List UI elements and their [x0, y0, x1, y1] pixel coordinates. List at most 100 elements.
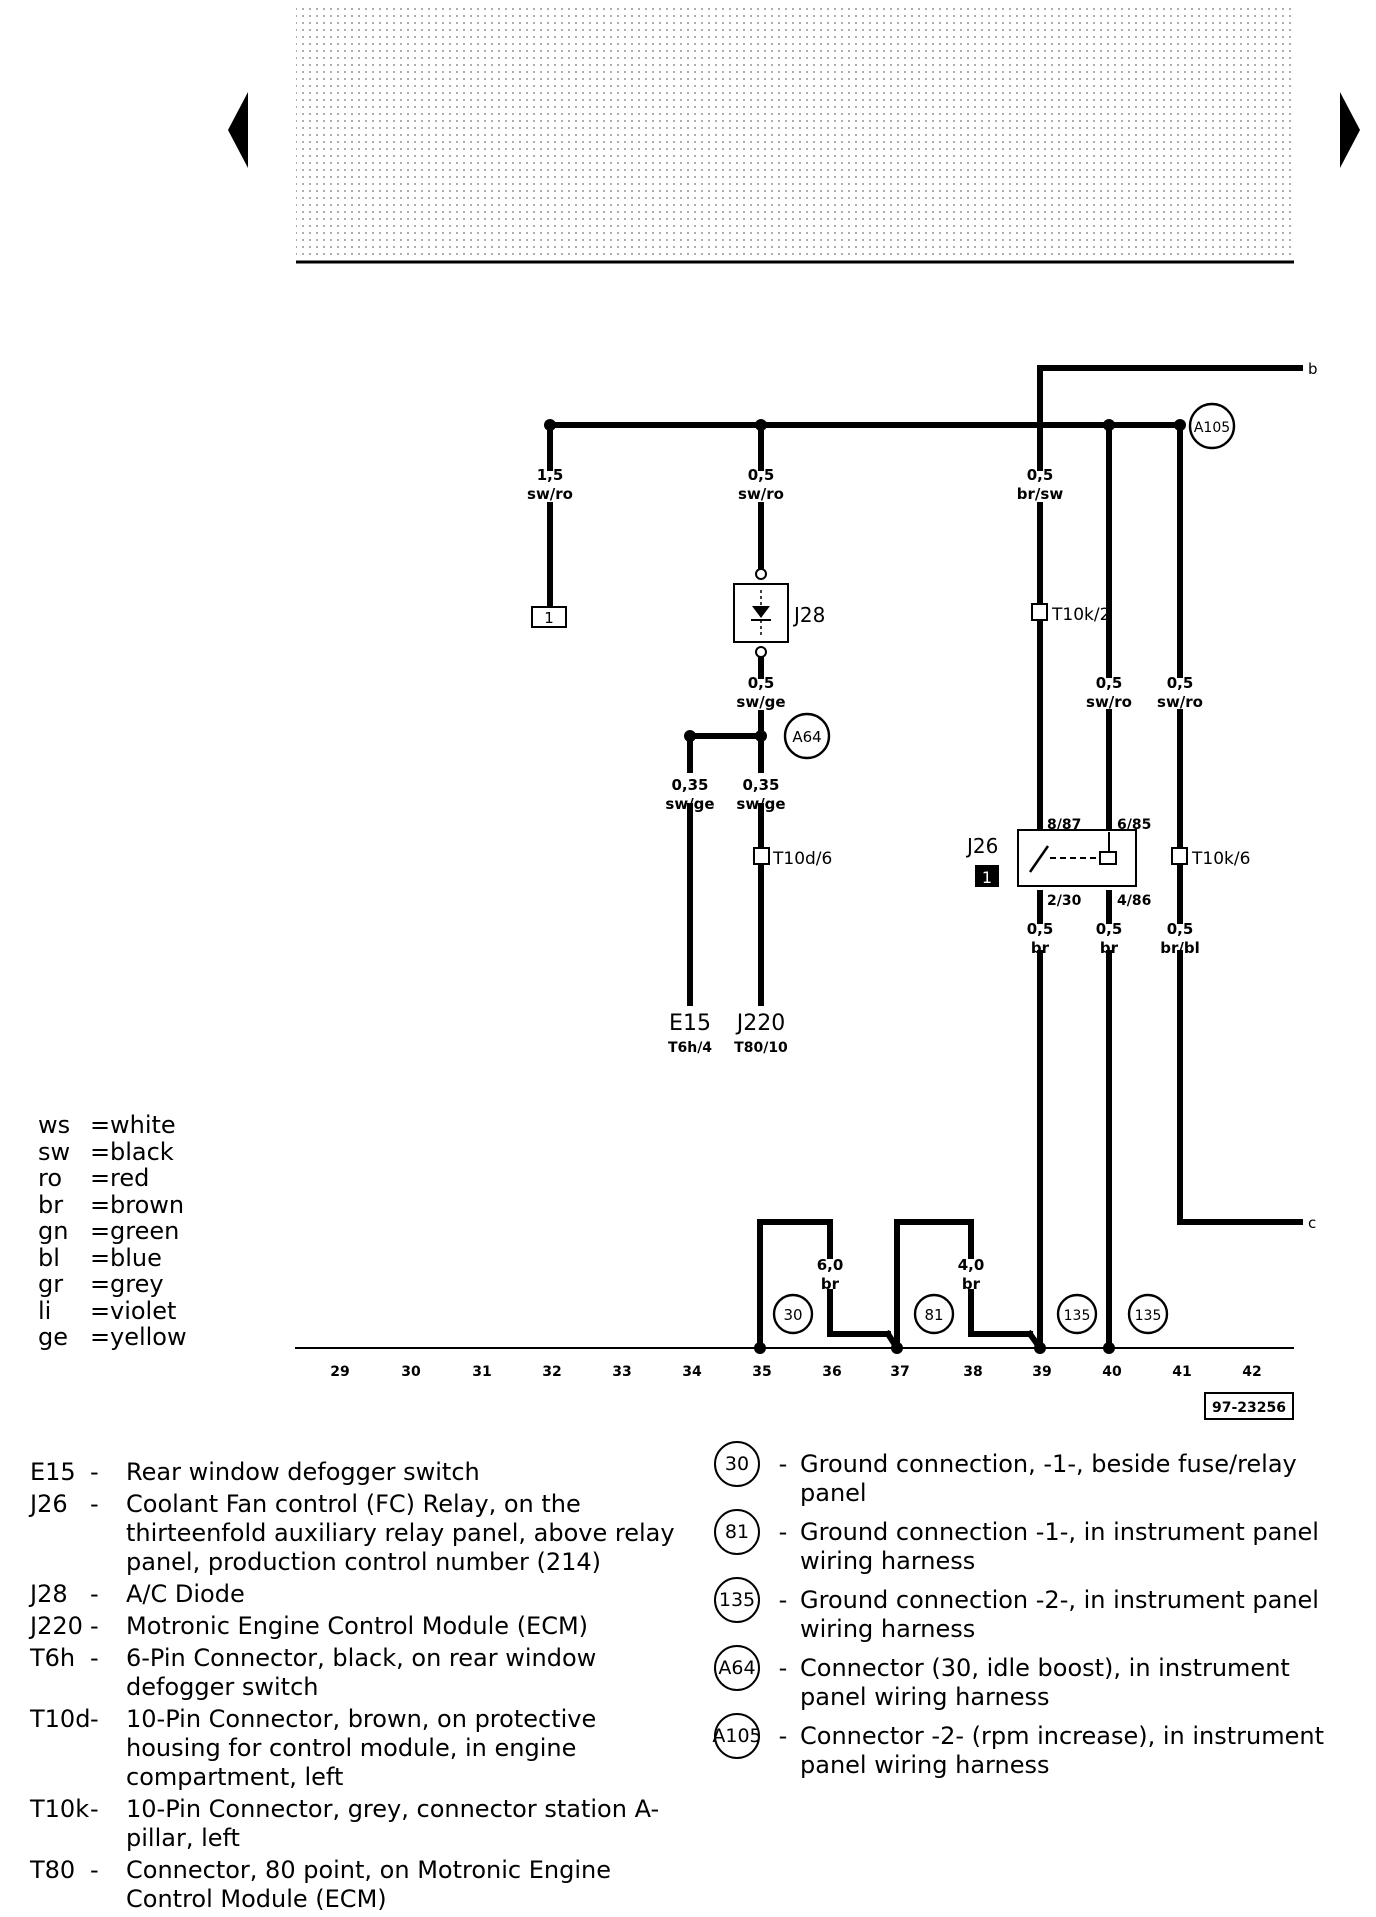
edge-label-b: b	[1308, 360, 1318, 378]
legend-code: J28	[30, 1580, 68, 1608]
wire-label-color: sw/ge	[736, 693, 785, 711]
ground-81-circle: 81	[913, 1293, 955, 1335]
wire-label-color: sw/ro	[1157, 693, 1203, 711]
wire-label-size: 1,5	[537, 466, 564, 484]
j28-diode	[733, 568, 789, 658]
color-code: li	[38, 1296, 52, 1325]
pin-label: 8/87	[1047, 817, 1081, 833]
ground-badge: 81	[714, 1509, 760, 1555]
wire-label-color: br	[821, 1275, 840, 1293]
track-number: 37	[890, 1364, 909, 1380]
ground-desc: Ground connection -2-, in instrument pan…	[800, 1586, 1319, 1643]
color-name: grey	[110, 1270, 164, 1298]
wire-label-size: 0,5	[1096, 920, 1123, 938]
ground-badge: 135	[714, 1577, 760, 1623]
legend-desc: Coolant Fan control (FC) Relay, on the t…	[126, 1490, 675, 1576]
e15-pin: T6h/4	[668, 1040, 712, 1056]
color-name: green	[110, 1217, 180, 1245]
color-code: gr	[38, 1270, 64, 1298]
svg-text:81: 81	[924, 1306, 943, 1324]
ground-135-circle: 135	[1127, 1293, 1169, 1335]
legend-item: T10d-10-Pin Connector, brown, on protect…	[30, 1705, 680, 1792]
ground-legend-item: A64-Connector (30, idle boost), in instr…	[708, 1644, 1348, 1712]
j220-pin: T80/10	[734, 1040, 788, 1056]
legend-code: T80	[30, 1856, 76, 1884]
wire-label-size: 6,0	[817, 1256, 844, 1274]
color-code: gn	[38, 1217, 69, 1245]
pin-label: 2/30	[1047, 893, 1082, 909]
wire-label-size: 0,5	[748, 674, 775, 692]
legend-desc: A/C Diode	[126, 1580, 245, 1608]
color-code-row: ge=yellow	[38, 1323, 187, 1351]
j28-label: J28	[792, 603, 825, 627]
track-number: 34	[682, 1364, 702, 1380]
legend-code: T6h	[30, 1644, 76, 1672]
ground-badge: A105	[712, 1713, 762, 1759]
connector-icons	[753, 603, 1188, 865]
track-number: 33	[612, 1364, 631, 1380]
ground-badge: 30	[714, 1441, 760, 1487]
color-name: violet	[110, 1296, 177, 1325]
ground-30-circle: 30	[772, 1293, 814, 1335]
track-number: 40	[1102, 1364, 1122, 1380]
track-number: 38	[963, 1364, 982, 1380]
legend-item: J220-Motronic Engine Control Module (ECM…	[30, 1612, 680, 1641]
reference-box	[531, 606, 567, 628]
j26-relay	[1017, 829, 1137, 887]
pin-label: 4/86	[1117, 893, 1151, 909]
wire-label-size: 0,35	[671, 776, 708, 794]
color-code: ws	[38, 1111, 71, 1139]
pin-label: 6/85	[1117, 817, 1151, 833]
j26-badge	[975, 865, 999, 887]
color-name: blue	[110, 1243, 162, 1272]
wire-label-size: 0,5	[748, 466, 775, 484]
legend-item: T6h-6-Pin Connector, black, on rear wind…	[30, 1644, 680, 1702]
legend-item: E15-Rear window defogger switch	[30, 1458, 680, 1487]
legend-item: J28-A/C Diode	[30, 1580, 680, 1609]
j26-badge-number: 1	[982, 868, 992, 887]
color-code: ge	[38, 1323, 68, 1351]
ground-135-circle: 135	[1056, 1293, 1098, 1335]
wire-label-color: sw/ro	[1086, 693, 1132, 711]
ground-legend: 30-Ground connection, -1-, beside fuse/r…	[708, 1440, 1348, 1780]
legend-code: T10k	[30, 1795, 90, 1823]
legend-desc: 10-Pin Connector, brown, on protective h…	[126, 1705, 597, 1791]
color-code-row: gr=grey	[38, 1270, 164, 1298]
color-code-row: bl=blue	[38, 1243, 162, 1272]
wire-label-size: 0,5	[1027, 920, 1054, 938]
wire-label-size: 0,5	[1167, 674, 1194, 692]
wire-label-size: 0,5	[1096, 674, 1123, 692]
legend-desc: Connector, 80 point, on Motronic Engine …	[126, 1856, 611, 1913]
wire-label-color: sw/ro	[527, 485, 573, 503]
track-number: 31	[472, 1364, 491, 1380]
wire-label-color: sw/ge	[665, 795, 714, 813]
legend-code: E15	[30, 1458, 76, 1486]
color-name: brown	[110, 1190, 185, 1219]
legend-item: T80-Connector, 80 point, on Motronic Eng…	[30, 1856, 680, 1914]
wire-label-size: 0,5	[1027, 466, 1054, 484]
prev-page-arrow[interactable]	[228, 92, 248, 168]
diagram-id: 97-23256	[1212, 1400, 1286, 1416]
a105-connector-circle: A105	[1188, 402, 1236, 450]
wire-label-color: br	[962, 1275, 981, 1293]
svg-text:135: 135	[1135, 1308, 1162, 1324]
ground-badge: A64	[714, 1645, 760, 1691]
ground-desc: Connector -2- (rpm increase), in instrum…	[800, 1722, 1325, 1779]
color-name: white	[110, 1111, 176, 1139]
t10k2-label: T10k/2	[1051, 605, 1110, 625]
legend-code: J26	[30, 1490, 68, 1518]
svg-text:30: 30	[783, 1306, 802, 1324]
wire-label-size: 0,35	[742, 776, 779, 794]
wire-label-color: sw/ro	[738, 485, 784, 503]
ground-legend-item: 30-Ground connection, -1-, beside fuse/r…	[708, 1440, 1348, 1508]
wire-label-color: br	[1031, 939, 1050, 957]
color-code-row: br=brown	[38, 1190, 185, 1219]
color-name: yellow	[110, 1323, 187, 1351]
legend-desc: 6-Pin Connector, black, on rear window d…	[126, 1644, 597, 1701]
reference-box-number: 1	[544, 609, 554, 627]
track-number: 35	[752, 1364, 771, 1380]
legend-code: J220	[30, 1612, 83, 1640]
junction-dots	[544, 419, 1186, 1354]
next-page-arrow[interactable]	[1340, 92, 1360, 168]
